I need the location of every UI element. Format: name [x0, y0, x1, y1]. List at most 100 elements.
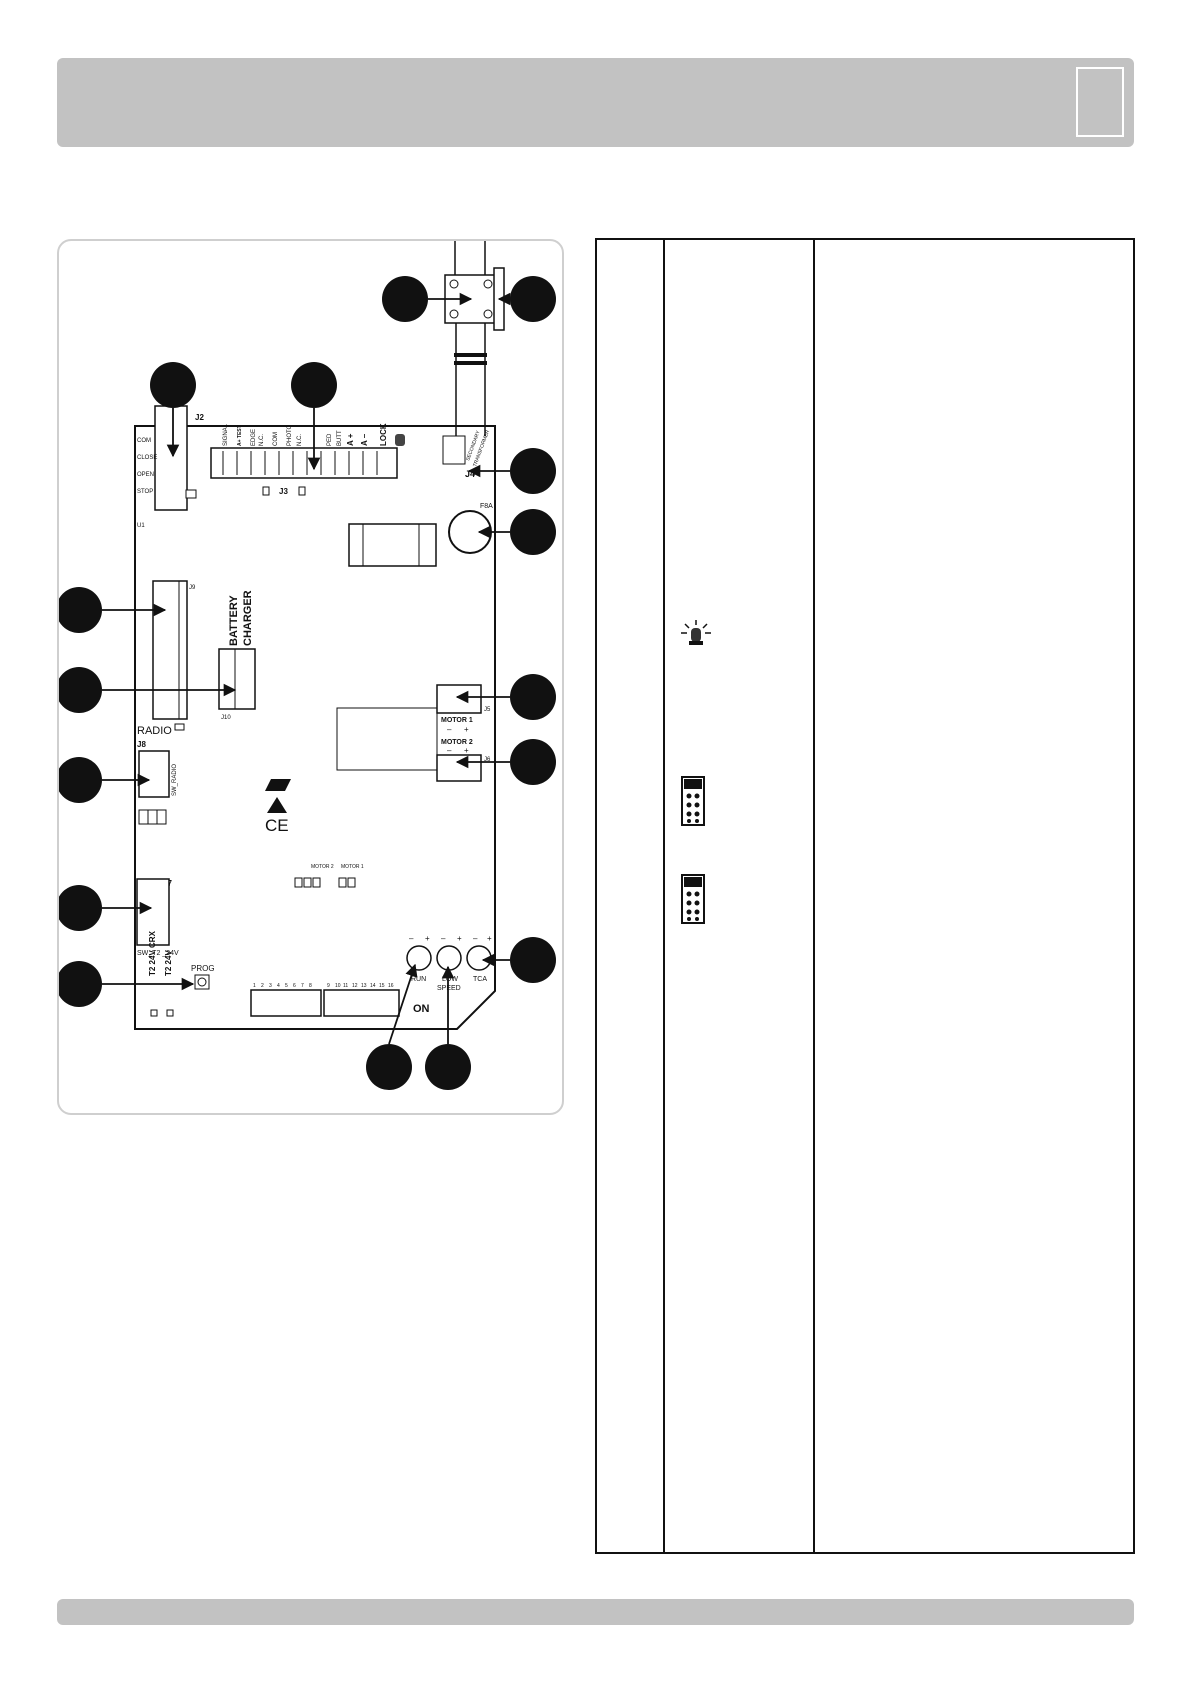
j3-terminal: EDGE — [251, 429, 257, 446]
diagram-panel: SECONDARY TRANSFORMER J4 J2 COM CLOSE OP… — [56, 239, 564, 1115]
j6-connector — [436, 754, 482, 782]
j9-label: J9 — [189, 585, 196, 591]
motor2-label: MOTOR 2 — [441, 739, 473, 746]
dip-number: 6 — [293, 983, 296, 989]
column-divider — [813, 240, 815, 1552]
switch-screw — [449, 279, 459, 289]
j2-terminal: COM — [137, 438, 151, 444]
callout-arrows — [102, 292, 511, 1045]
j3-pins — [222, 451, 378, 475]
motor-led-label: MOTOR 1 — [341, 864, 364, 870]
j3-terminal: SIGNAL — [223, 423, 229, 446]
brand-logo — [265, 779, 291, 791]
j5-label: J5 — [484, 707, 491, 713]
j10-connector — [218, 648, 256, 710]
t2-crx-label: T2 24V CRX — [148, 930, 157, 976]
jumper-block-icon — [681, 874, 705, 924]
sw-t2-label: SW_T2 _24V — [137, 950, 179, 957]
callout-marker — [510, 276, 556, 322]
motor1-minus: – — [447, 725, 452, 734]
charger-label: CHARGER — [242, 590, 254, 646]
motor-led-label: MOTOR 2 — [311, 864, 334, 870]
callout-marker — [510, 509, 556, 555]
radio-label: RADIO — [137, 725, 172, 737]
tca-minus: – — [473, 934, 478, 943]
led — [262, 486, 270, 496]
led — [174, 723, 185, 731]
callout-marker — [291, 362, 337, 408]
dip-number: 4 — [277, 983, 280, 989]
cable-band — [454, 361, 487, 365]
j3-label: J3 — [279, 487, 288, 496]
filter-component — [348, 523, 437, 567]
motor1-plus: + — [464, 725, 469, 734]
dip-number: 12 — [352, 983, 358, 989]
dip-number: 10 — [335, 983, 341, 989]
callout-marker — [56, 961, 102, 1007]
led — [294, 877, 303, 888]
motor2-plus: + — [464, 746, 469, 755]
dip-number: 5 — [285, 983, 288, 989]
low-minus: – — [441, 934, 446, 943]
dip-number: 2 — [261, 983, 264, 989]
j3-terminal: A – — [360, 433, 369, 446]
j8-label: J8 — [137, 740, 146, 749]
dip-switch-2 — [323, 989, 400, 1017]
prog-button — [194, 974, 210, 990]
column-divider — [663, 240, 665, 1552]
callout-marker — [56, 757, 102, 803]
callout-marker — [510, 937, 556, 983]
dip-number: 15 — [379, 983, 385, 989]
callout-marker — [366, 1044, 412, 1090]
on-label: ON — [413, 1003, 430, 1015]
t2-label: T2 24V — [164, 950, 173, 976]
tca-trimmer — [466, 945, 492, 971]
callout-marker — [425, 1044, 471, 1090]
checkbox-t2-crx — [150, 1009, 158, 1017]
dip-number: 11 — [343, 983, 348, 989]
transformer-connector — [442, 435, 466, 465]
dip-number: 3 — [269, 983, 272, 989]
j3-terminal: A + — [346, 433, 355, 446]
tca-label: TCA — [473, 976, 487, 983]
low-plus: + — [457, 934, 462, 943]
callout-marker — [382, 276, 428, 322]
board-outline — [134, 425, 496, 1030]
led — [347, 877, 356, 888]
j3-terminal-block — [210, 447, 398, 479]
dip-number: 8 — [309, 983, 312, 989]
j3-terminal: N.C. — [259, 434, 265, 446]
jumper — [138, 809, 149, 825]
dip-number: 14 — [370, 983, 376, 989]
sw-radio-label: SW_RADIO — [172, 764, 178, 796]
dip-number: 16 — [388, 983, 394, 989]
jumper-block-icon — [681, 776, 705, 826]
tca-plus: + — [487, 934, 492, 943]
run-minus: – — [409, 934, 414, 943]
callout-marker — [56, 885, 102, 931]
lock-led — [395, 434, 405, 446]
low-label: LOW — [442, 976, 458, 983]
dip-switch-1 — [250, 989, 322, 1017]
dip-number: 1 — [253, 983, 256, 989]
led — [338, 877, 347, 888]
j3-terminal: N.C. — [297, 434, 303, 446]
j9-connector — [152, 580, 188, 720]
j3-terminal: BUTT — [337, 430, 343, 446]
control-board-diagram: SECONDARY TRANSFORMER J4 J2 COM CLOSE OP… — [56, 241, 556, 1090]
switch-screw — [483, 309, 493, 319]
callout-marker — [510, 674, 556, 720]
led — [312, 877, 321, 888]
fuse-label: F8A — [480, 503, 493, 510]
j3-terminal: A+ TEST — [237, 425, 243, 446]
callout-markers — [56, 276, 556, 1090]
page-number-box — [1076, 67, 1124, 137]
dip-number: 9 — [327, 983, 330, 989]
jumper — [147, 809, 158, 825]
callout-marker — [56, 587, 102, 633]
motor2-minus: – — [447, 746, 452, 755]
run-label: RUN — [411, 976, 426, 983]
callout-marker — [510, 448, 556, 494]
relay-block — [336, 707, 438, 771]
